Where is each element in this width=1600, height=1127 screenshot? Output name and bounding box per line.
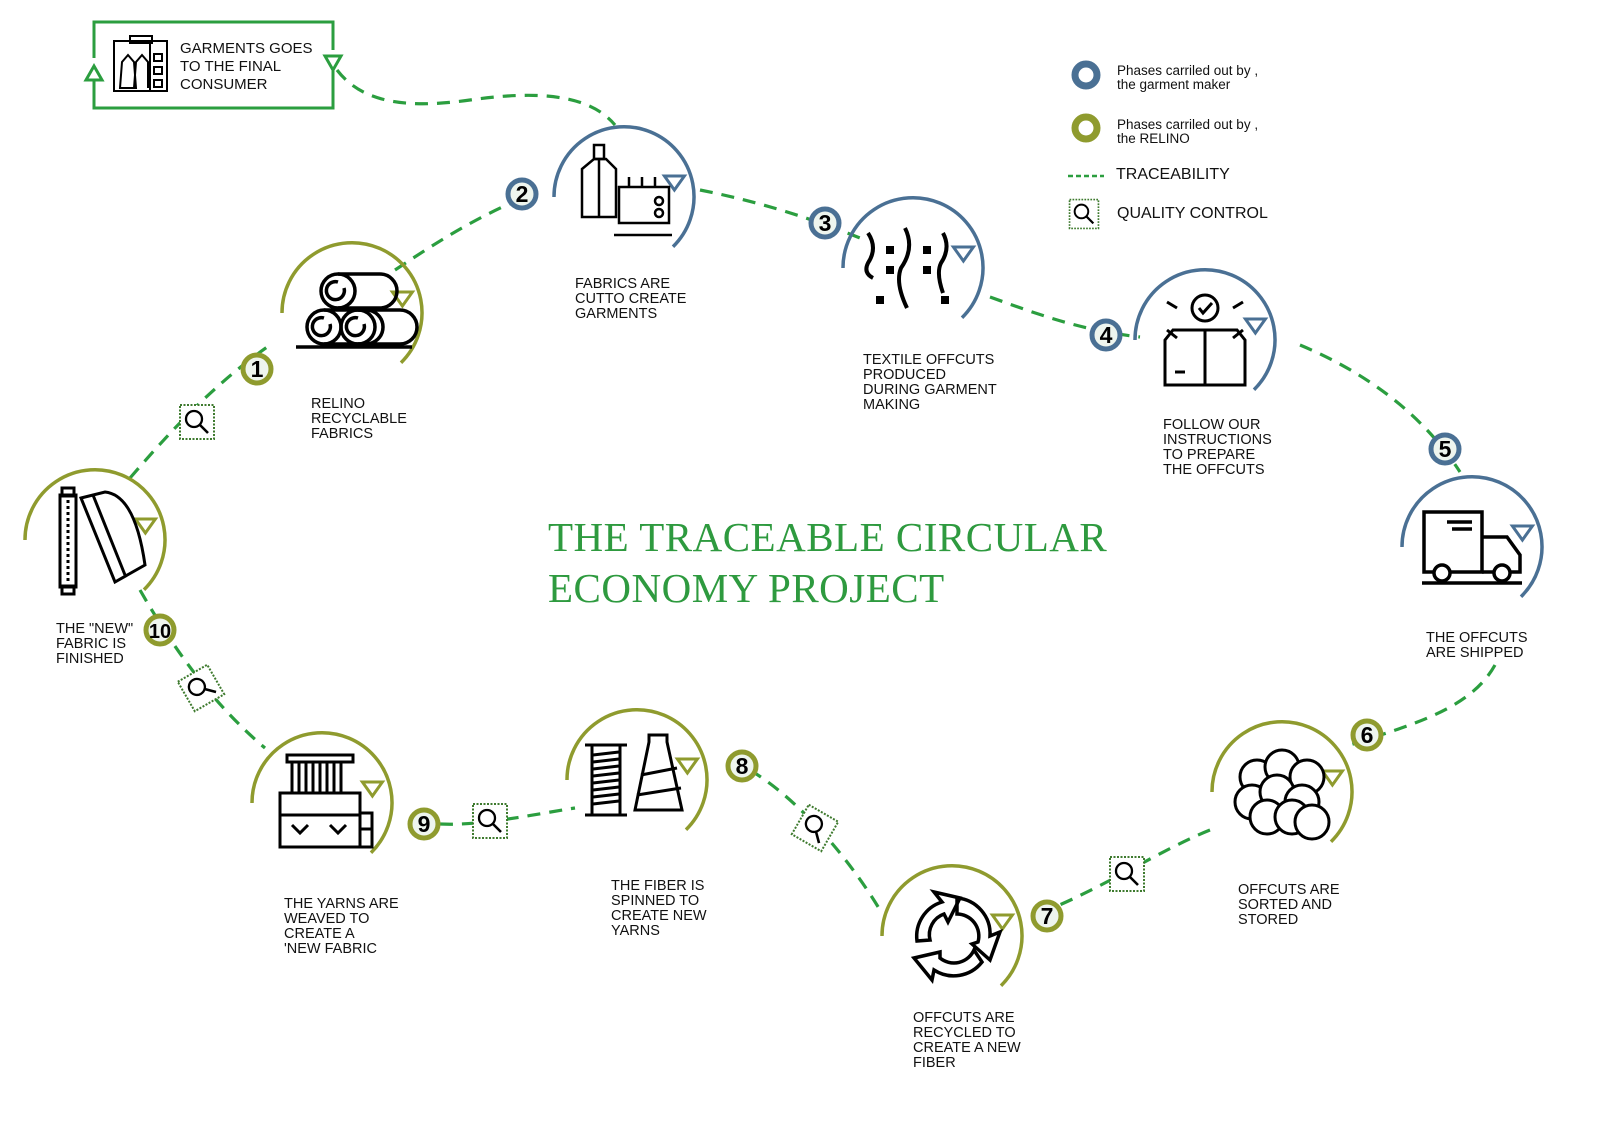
quality-control-icon (178, 403, 216, 441)
step-6-label: OFFCUTS ARE SORTED AND STORED (1238, 882, 1340, 928)
step-1-label: RELINO RECYCLABLE FABRICS (311, 396, 407, 442)
recycle-icon (910, 889, 1003, 984)
arrow-icon (989, 913, 1016, 932)
legend-relino-swatch (1071, 113, 1101, 143)
legend-traceability-label: TRACEABILITY (1116, 166, 1230, 183)
arrow-icon (661, 174, 688, 193)
step-7-ring (880, 863, 1024, 987)
arrow-icon (1242, 317, 1269, 336)
step-7: 7 (880, 863, 1064, 987)
fabric-rolls-icon (296, 272, 419, 349)
step-number: 10 (149, 621, 171, 643)
step-8-label: THE FIBER IS SPINNED TO CREATE NEW YARNS (611, 878, 707, 939)
step-3-label: TEXTILE OFFCUTS PRODUCED DURING GARMENT … (863, 352, 997, 413)
step-8: 8 (565, 707, 759, 831)
step-5-badge: 5 (1428, 432, 1462, 466)
step-9-label: THE YARNS ARE WEAVED TO CREATE A 'NEW FA… (284, 896, 399, 957)
legend-quality-control-icon (1068, 198, 1100, 230)
step-7-label: OFFCUTS ARE RECYCLED TO CREATE A NEW FIB… (913, 1010, 1021, 1071)
arrow-icon (1509, 524, 1536, 543)
step-number: 6 (1361, 722, 1374, 748)
legend-relino-label: Phases carriled out by , the RELINO (1117, 117, 1259, 146)
step-5-label: THE OFFCUTS ARE SHIPPED (1426, 630, 1528, 661)
final-consumer-box (83, 20, 344, 110)
step-number: 3 (819, 210, 832, 236)
step-8-badge: 8 (725, 749, 759, 783)
step-5: 5 (1400, 432, 1544, 598)
textile-offcuts-icon (864, 227, 949, 309)
clothing-store-icon (113, 35, 168, 92)
arrow-icon (674, 757, 701, 776)
spool-icon (585, 733, 684, 817)
step-3: 3 (808, 195, 985, 319)
step-number: 1 (251, 356, 264, 382)
step-number: 5 (1439, 436, 1452, 462)
step-4: 4 (1089, 267, 1277, 391)
bales-icon (1233, 748, 1331, 841)
final-consumer-label: GARMENTS GOES TO THE FINAL CONSUMER (180, 40, 313, 93)
step-10-label: THE "NEW" FABRIC IS FINISHED (56, 621, 134, 667)
step-10-ring (23, 467, 167, 591)
legend-quality-control-label: QUALITY CONTROL (1117, 205, 1268, 222)
step-number: 4 (1100, 322, 1113, 348)
step-9-ring (250, 730, 394, 854)
quality-control-icon (176, 663, 226, 713)
truck-icon (1422, 510, 1522, 585)
arrow-icon (359, 780, 386, 799)
step-2-badge: 2 (505, 177, 539, 211)
loom-icon (278, 753, 374, 849)
sewing-machine-icon (580, 143, 672, 237)
step-9-badge: 9 (407, 807, 441, 841)
legend-garment-maker-label: Phases carriled out by , the garment mak… (1117, 63, 1259, 92)
legend (1068, 60, 1104, 230)
step-8-ring (565, 707, 709, 831)
step-6: 6 (1210, 718, 1384, 843)
step-10-badge: 10 (143, 613, 177, 647)
box-check-icon (1163, 293, 1247, 387)
step-10: 10 (23, 467, 177, 647)
page-title: THE TRACEABLE CIRCULAR ECONOMY PROJECT (548, 514, 1108, 611)
step-number: 7 (1041, 903, 1054, 929)
step-2: 2 (505, 124, 696, 248)
step-4-ring (1133, 267, 1277, 391)
step-number: 2 (516, 181, 529, 207)
quality-control-icon (1108, 855, 1146, 893)
step-6-badge: 6 (1350, 718, 1384, 752)
step-4-badge: 4 (1089, 318, 1123, 352)
step-1: 1 (240, 240, 424, 386)
arrow-icon (132, 517, 159, 536)
step-9: 9 (250, 730, 441, 854)
step-3-badge: 3 (808, 206, 842, 240)
legend-garment-maker-swatch (1071, 60, 1101, 90)
step-3-ring (841, 195, 985, 319)
step-number: 8 (736, 753, 749, 779)
step-7-badge: 7 (1030, 899, 1064, 933)
step-2-ring (552, 124, 696, 248)
step-1-badge: 1 (240, 352, 274, 386)
step-2-label: FABRICS ARE CUTTO CREATE GARMENTS (575, 276, 687, 322)
finished-fabric-icon (58, 486, 147, 596)
arrow-icon (1319, 769, 1346, 788)
arrow-icon (950, 245, 977, 264)
step-4-label: FOLLOW OUR INSTRUCTIONS TO PREPARE THE O… (1163, 417, 1272, 478)
step-1-ring (280, 240, 424, 364)
step-5-ring (1400, 474, 1544, 598)
step-6-ring (1210, 719, 1354, 843)
quality-control-icon (471, 802, 509, 840)
step-number: 9 (418, 811, 431, 837)
